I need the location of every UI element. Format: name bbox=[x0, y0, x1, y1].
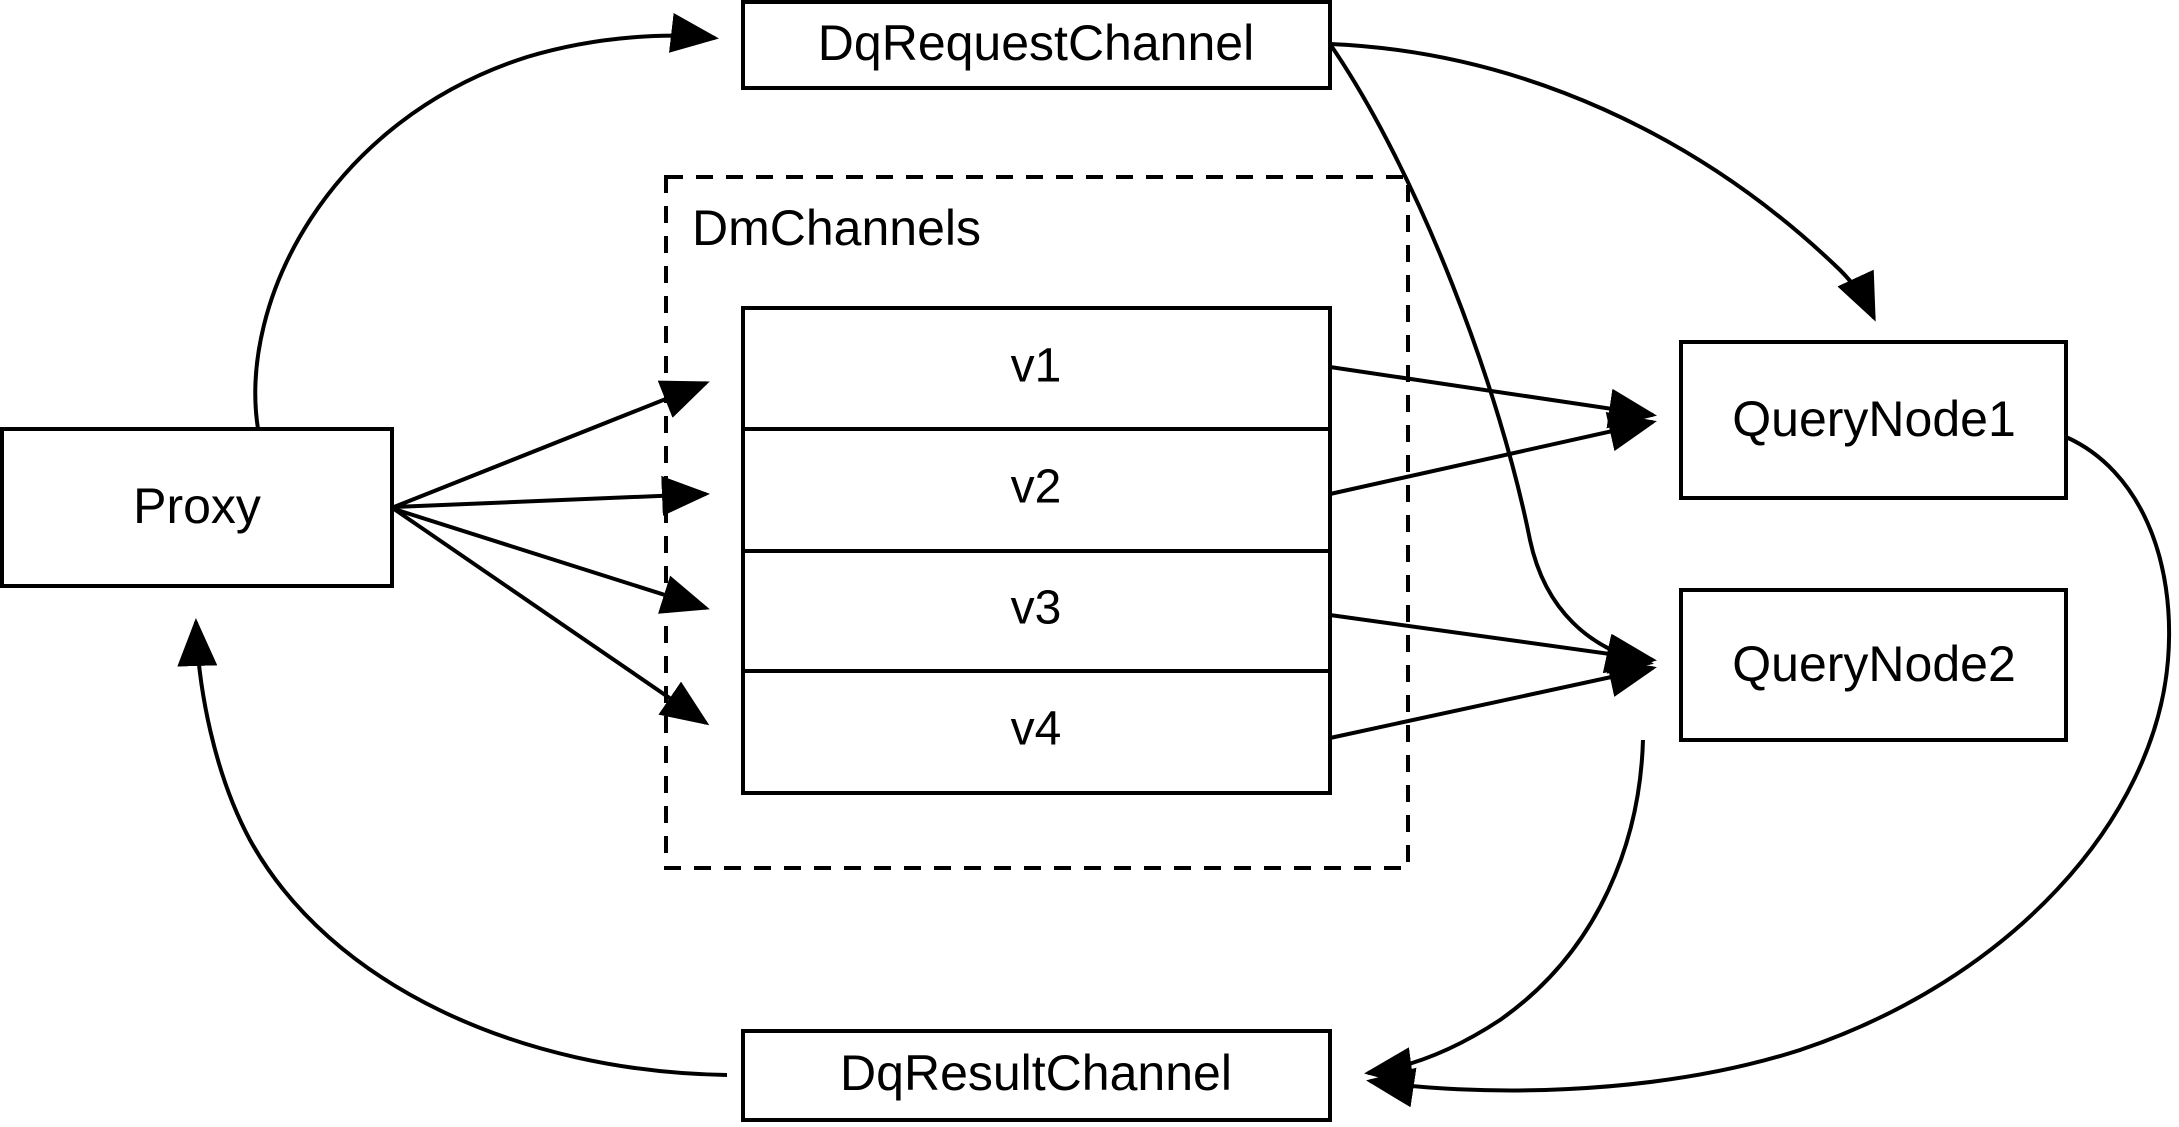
node-proxy-box[interactable] bbox=[0, 427, 394, 588]
dmchannel-row-v1[interactable]: v1 bbox=[1011, 340, 1062, 393]
edge-dqrequestchannel-to-querynode2 bbox=[1328, 42, 1654, 674]
node-proxy-label: Proxy bbox=[133, 478, 261, 534]
edge-dqrequestchannel-to-querynode1 bbox=[1329, 42, 1876, 322]
edge-v1-to-querynode1 bbox=[1329, 365, 1657, 429]
node-querynode1-label: QueryNode1 bbox=[1732, 391, 2016, 447]
edge-proxy-to-v3 bbox=[393, 507, 710, 614]
dmchannels-group-box bbox=[664, 175, 1410, 870]
node-dqrequestchannel-box[interactable] bbox=[741, 0, 1332, 90]
node-dqresultchannel-box[interactable] bbox=[741, 1029, 1332, 1122]
dmchannel-row-v2[interactable]: v2 bbox=[1011, 461, 1062, 514]
node-dqresultchannel-label: DqResultChannel bbox=[840, 1045, 1232, 1101]
edge-proxy-to-v1 bbox=[393, 380, 710, 509]
node-querynode1-box[interactable] bbox=[1679, 340, 2068, 500]
dmchannel-row-v3[interactable]: v3 bbox=[1011, 582, 1062, 635]
edge-v4-to-querynode2 bbox=[1329, 657, 1657, 740]
edge-proxy-to-dqrequestchannel bbox=[253, 13, 719, 430]
edge-querynode2-to-dqresultchannel bbox=[1364, 739, 1645, 1087]
node-dqrequestchannel-label: DqRequestChannel bbox=[818, 15, 1254, 71]
edge-dqresultchannel-to-proxy bbox=[177, 618, 728, 1077]
edge-querynode1-to-dqresultchannel bbox=[1366, 435, 2172, 1108]
edge-proxy-to-v4 bbox=[392, 507, 710, 726]
edge-proxy-to-v2 bbox=[393, 475, 710, 516]
edge-v3-to-querynode2 bbox=[1329, 613, 1657, 674]
node-querynode2-label: QueryNode2 bbox=[1732, 636, 2016, 692]
edge-v2-to-querynode1 bbox=[1329, 412, 1657, 496]
dmchannels-group-label: DmChannels bbox=[692, 200, 981, 256]
dmchannel-row-v4[interactable]: v4 bbox=[1011, 703, 1062, 756]
node-querynode2-box[interactable] bbox=[1679, 588, 2068, 742]
